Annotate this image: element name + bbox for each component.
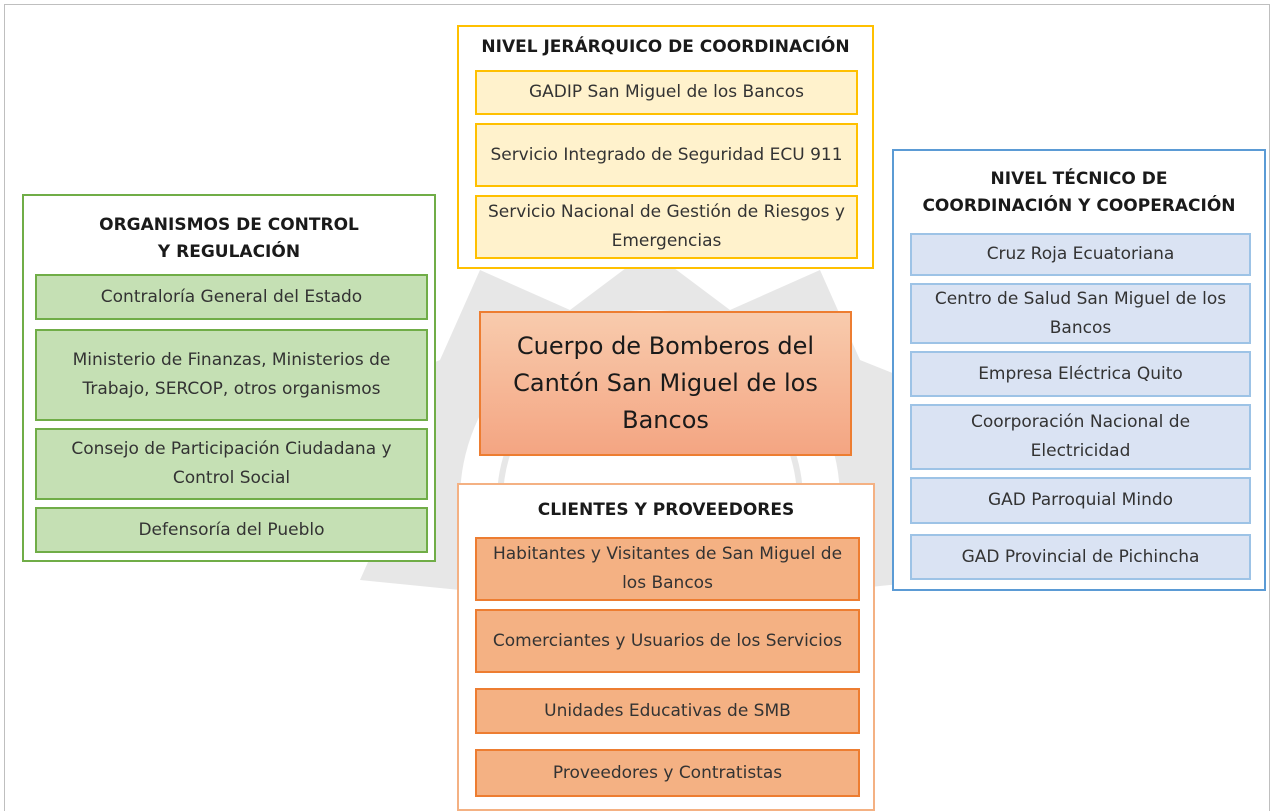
clients-suppliers-group: CLIENTES Y PROVEEDORES Habitantes y Visi… bbox=[457, 483, 875, 811]
clients-group-title: CLIENTES Y PROVEEDORES bbox=[537, 500, 795, 520]
technical-title-line2: COORDINACIÓN Y COOPERACIÓN bbox=[922, 196, 1236, 216]
technical-item: GAD Parroquial Mindo bbox=[910, 477, 1251, 524]
technical-item: Cruz Roja Ecuatoriana bbox=[910, 233, 1251, 276]
technical-title-line1: NIVEL TÉCNICO DE bbox=[990, 169, 1168, 189]
hierarchical-coordination-group: NIVEL JERÁRQUICO DE COORDINACIÓN GADIP S… bbox=[457, 25, 874, 269]
clients-item: Comerciantes y Usuarios de los Servicios bbox=[475, 609, 860, 673]
control-item: Defensoría del Pueblo bbox=[35, 507, 428, 553]
control-title-line2: Y REGULACIÓN bbox=[157, 242, 301, 262]
diagram-frame bbox=[4, 4, 1270, 811]
technical-item: Coorporación Nacional de Electricidad bbox=[910, 404, 1251, 470]
technical-group-title: NIVEL TÉCNICO DE COORDINACIÓN Y COOPERAC… bbox=[894, 166, 1264, 220]
clients-item: Habitantes y Visitantes de San Miguel de… bbox=[475, 537, 860, 601]
technical-item: GAD Provincial de Pichincha bbox=[910, 534, 1251, 580]
central-entity-box: Cuerpo de Bomberos del Cantón San Miguel… bbox=[479, 311, 852, 456]
hierarchical-item: Servicio Nacional de Gestión de Riesgos … bbox=[475, 195, 858, 259]
control-item: Ministerio de Finanzas, Ministerios de T… bbox=[35, 329, 428, 421]
clients-item: Proveedores y Contratistas bbox=[475, 749, 860, 797]
technical-cooperation-group: NIVEL TÉCNICO DE COORDINACIÓN Y COOPERAC… bbox=[892, 149, 1266, 591]
control-group-title: ORGANISMOS DE CONTROL Y REGULACIÓN bbox=[24, 212, 434, 266]
hierarchical-item: GADIP San Miguel de los Bancos bbox=[475, 70, 858, 115]
control-item: Contraloría General del Estado bbox=[35, 274, 428, 320]
control-item: Consejo de Participación Ciudadana y Con… bbox=[35, 428, 428, 500]
hierarchical-group-title: NIVEL JERÁRQUICO DE COORDINACIÓN bbox=[481, 37, 850, 57]
control-title-line1: ORGANISMOS DE CONTROL bbox=[99, 215, 359, 235]
technical-item: Centro de Salud San Miguel de los Bancos bbox=[910, 283, 1251, 344]
hierarchical-item: Servicio Integrado de Seguridad ECU 911 bbox=[475, 123, 858, 187]
clients-item: Unidades Educativas de SMB bbox=[475, 688, 860, 734]
technical-item: Empresa Eléctrica Quito bbox=[910, 351, 1251, 397]
control-regulation-group: ORGANISMOS DE CONTROL Y REGULACIÓN Contr… bbox=[22, 194, 436, 562]
